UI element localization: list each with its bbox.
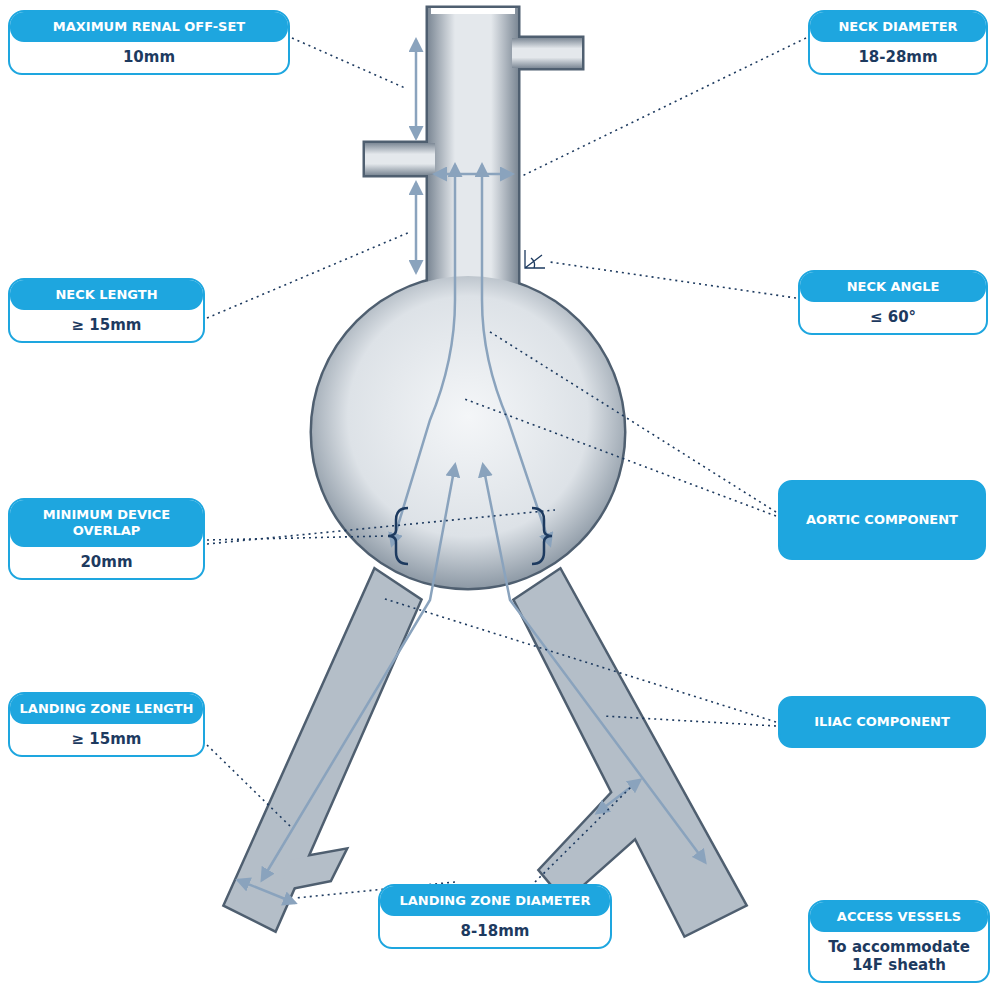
callout-value: 18-28mm [810,42,986,73]
callout-value: ≤ 60° [800,302,986,333]
vessel-fill [225,8,745,935]
callout-heading: ILIAC COMPONENT [806,706,958,738]
callout-value: To accommodate 14F sheath [810,932,988,981]
angle-symbol [525,250,545,268]
callout-value: ≥ 15mm [10,724,203,755]
spec-callout: LANDING ZONE LENGTH≥ 15mm [8,692,205,757]
spec-callout: ACCESS VESSELSTo accommodate 14F sheath [808,900,990,983]
callout-heading: LANDING ZONE LENGTH [10,694,203,724]
vessel-outline [225,8,745,935]
leader-lines [207,38,806,898]
component-label: AORTIC COMPONENT [778,480,986,560]
callout-heading: MAXIMUM RENAL OFF-SET [10,12,288,42]
callout-heading: MINIMUM DEVICE OVERLAP [10,500,203,547]
callout-value: 10mm [10,42,288,73]
spec-callout: MAXIMUM RENAL OFF-SET10mm [8,10,290,75]
spec-callout: NECK LENGTH≥ 15mm [8,278,205,343]
callout-heading: ACCESS VESSELS [810,902,988,932]
spec-callout: NECK ANGLE≤ 60° [798,270,988,335]
callout-heading: LANDING ZONE DIAMETER [380,886,610,916]
spec-callout: MINIMUM DEVICE OVERLAP20mm [8,498,205,580]
overlap-brackets [388,508,552,564]
callout-heading: NECK ANGLE [800,272,986,302]
spec-callout: LANDING ZONE DIAMETER8-18mm [378,884,612,949]
callout-heading: NECK DIAMETER [810,12,986,42]
callout-value: 20mm [10,547,203,578]
spec-callout: NECK DIAMETER18-28mm [808,10,988,75]
component-label: ILIAC COMPONENT [778,696,986,748]
callout-heading: AORTIC COMPONENT [798,504,966,536]
callout-heading: NECK LENGTH [10,280,203,310]
callout-value: ≥ 15mm [10,310,203,341]
callout-value: 8-18mm [380,916,610,947]
device-lines [238,40,705,903]
